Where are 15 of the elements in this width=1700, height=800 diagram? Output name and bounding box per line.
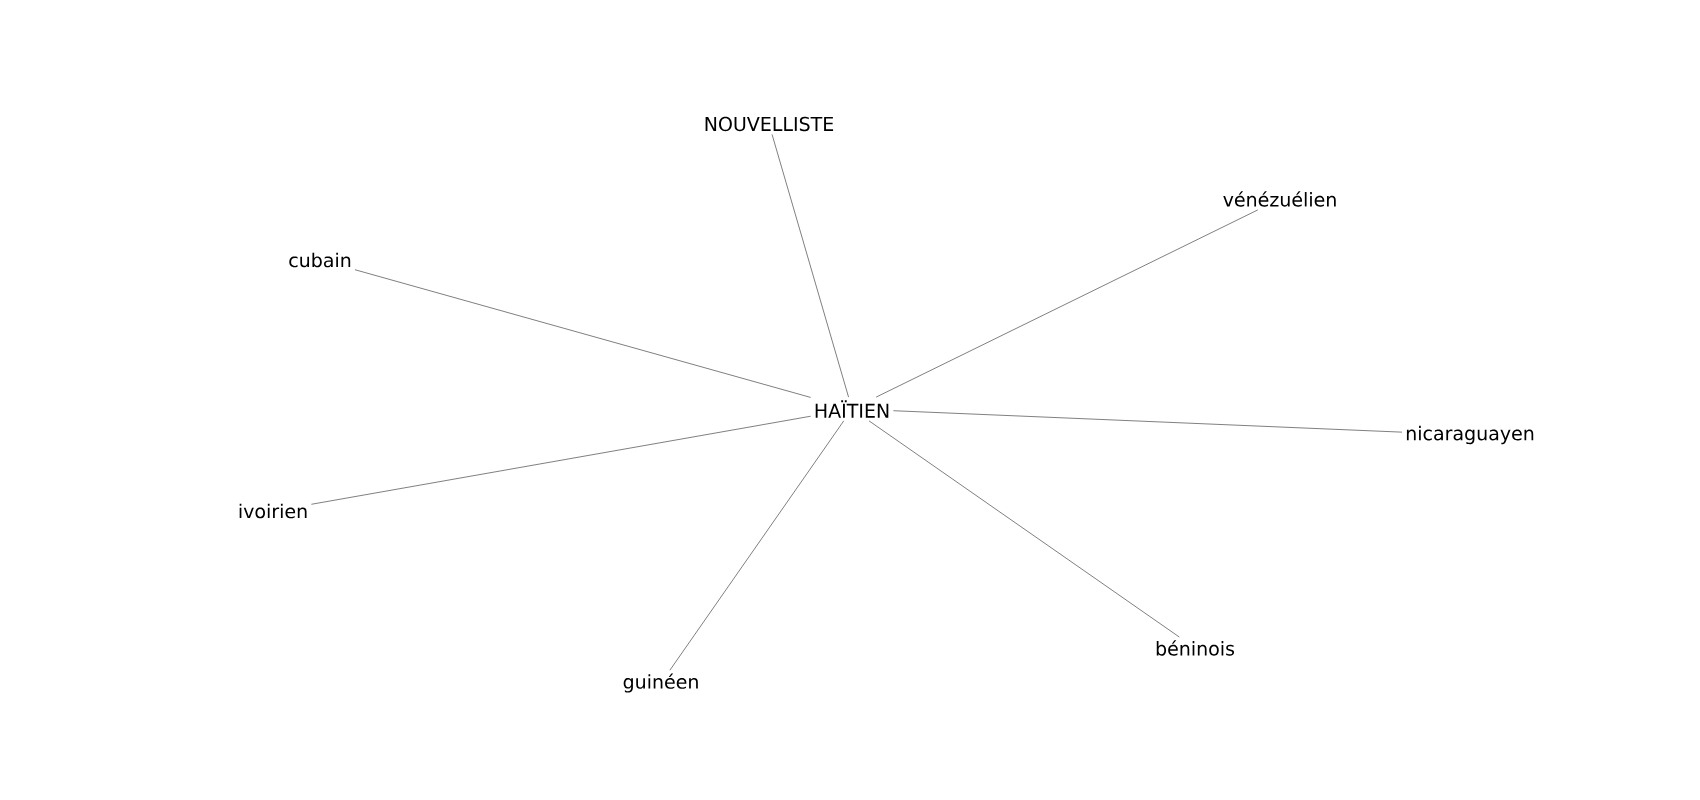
- word-label: HAÏTIEN: [815, 400, 889, 418]
- connector-line: [868, 420, 1180, 638]
- word-label: vénézuélien: [1223, 191, 1336, 207]
- connector-line: [771, 133, 850, 398]
- word-label: nicaraguayen: [1406, 425, 1534, 445]
- word-label: ivoirien: [239, 503, 307, 519]
- connector-line: [310, 415, 812, 505]
- word-label: NOUVELLISTE: [705, 116, 834, 132]
- connector-line: [354, 269, 812, 398]
- connector-line: [669, 420, 845, 671]
- word-label: guinéen: [623, 673, 698, 693]
- word-label: béninois: [1156, 640, 1235, 656]
- connector-line: [892, 410, 1403, 433]
- word-label: cubain: [289, 252, 351, 268]
- connector-line: [875, 209, 1259, 398]
